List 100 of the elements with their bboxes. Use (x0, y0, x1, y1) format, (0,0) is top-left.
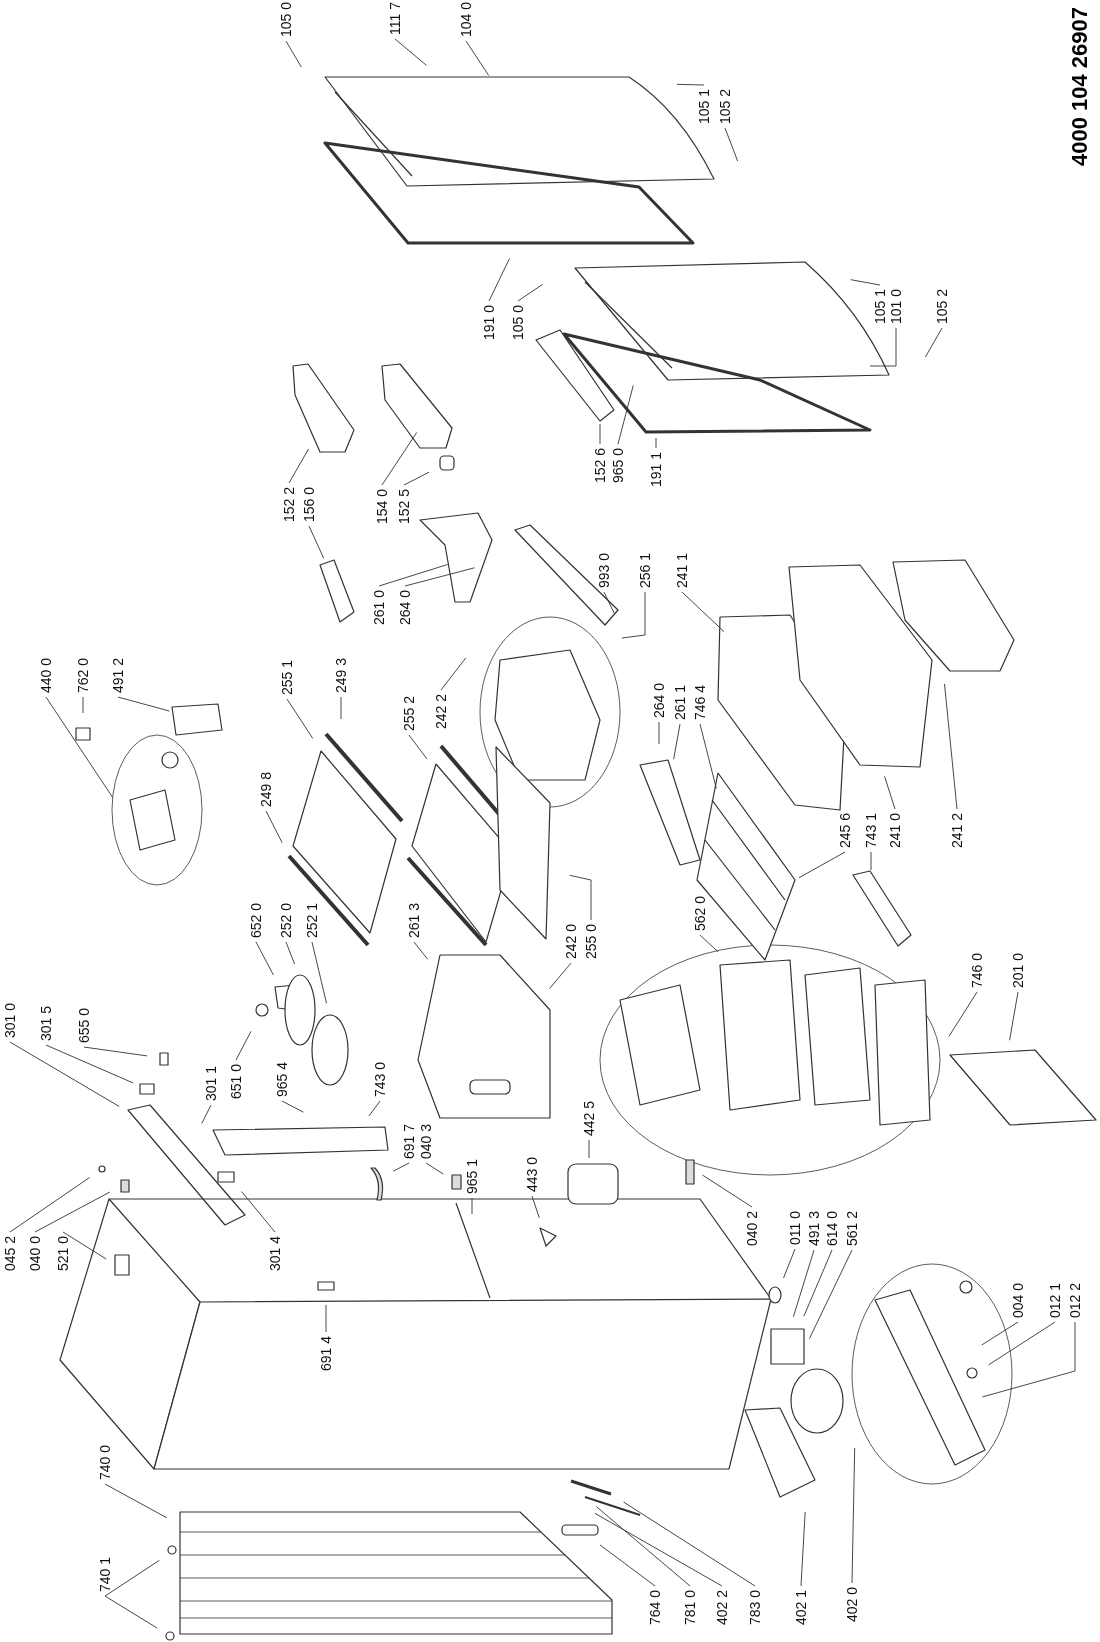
leader-line (870, 851, 872, 871)
callout-number: 443 0 (524, 1157, 540, 1193)
callout-number: 105 2 (934, 289, 950, 325)
leader-line (569, 874, 592, 921)
callout-number: 965 0 (610, 448, 626, 484)
callout-number: 255 0 (583, 924, 599, 960)
callout-number: 783 0 (747, 1590, 763, 1626)
leader-line (311, 941, 327, 1004)
callout-number: 764 0 (647, 1590, 663, 1626)
leader-line (285, 941, 295, 965)
callout-number: 040 3 (418, 1124, 434, 1160)
callout-number: 154 0 (374, 489, 390, 525)
callout-number: 241 2 (949, 813, 965, 849)
callout-number: 255 2 (401, 696, 417, 732)
callout-number: 743 1 (863, 813, 879, 849)
leader-line (617, 385, 634, 445)
leader-line (425, 1162, 444, 1175)
callout-number: 740 1 (97, 1557, 113, 1593)
callout-number: 245 6 (837, 813, 853, 849)
leader-line (588, 1139, 590, 1159)
leader-line (783, 1248, 796, 1279)
leader-line (851, 1447, 856, 1584)
leader-line (603, 591, 615, 614)
callout-number: 242 2 (433, 694, 449, 730)
leader-line (392, 1162, 410, 1172)
leader-line (850, 279, 881, 286)
callout-number: 241 1 (674, 553, 690, 589)
callout-number: 691 7 (401, 1124, 417, 1160)
leader-line (340, 696, 342, 720)
leader-line (655, 437, 657, 449)
leader-line (285, 40, 302, 68)
callout-number: 111 7 (387, 2, 403, 35)
leader-line (308, 525, 325, 559)
leader-line (676, 83, 705, 86)
leader-line (413, 941, 429, 960)
callout-number: 242 0 (563, 924, 579, 960)
leader-line (235, 1030, 252, 1061)
callout-number: 261 3 (406, 903, 422, 939)
leader-line (83, 1046, 148, 1057)
leader-line (286, 698, 314, 739)
leader-line (1009, 991, 1019, 1041)
callout-number: 012 1 (1047, 1283, 1063, 1319)
leader-line (82, 696, 84, 714)
callout-number: 402 0 (844, 1587, 860, 1623)
callout-number: 746 4 (692, 685, 708, 721)
leader-line (104, 1595, 158, 1629)
leader-line (798, 851, 846, 879)
leader-line (255, 941, 274, 976)
leader-line (465, 40, 490, 76)
callout-number: 762 0 (75, 658, 91, 694)
callout-number: 252 1 (304, 903, 320, 939)
leader-line (241, 1191, 276, 1233)
leader-line (884, 775, 896, 810)
callout-number: 440 0 (38, 658, 54, 694)
leader-line (265, 810, 283, 844)
leader-line (724, 127, 739, 162)
leader-line (792, 1249, 815, 1318)
leader-line (594, 1513, 723, 1587)
callout-number: 252 0 (278, 903, 294, 939)
callout-number: 105 0 (510, 305, 526, 341)
callout-number: 651 0 (228, 1064, 244, 1100)
callout-number: 261 0 (371, 590, 387, 626)
leader-line (699, 723, 717, 789)
leader-line (488, 258, 510, 302)
leader-line (981, 1321, 1019, 1346)
callout-number: 691 4 (318, 1336, 334, 1372)
leader-line (381, 432, 418, 486)
callout-number: 746 0 (969, 953, 985, 989)
leader-line (9, 1041, 120, 1107)
callout-number: 152 2 (281, 487, 297, 523)
callout-number: 965 4 (274, 1062, 290, 1098)
callout-number: 402 1 (793, 1590, 809, 1626)
callout-number: 191 0 (481, 305, 497, 341)
callout-number: 301 0 (2, 1003, 18, 1039)
document-number: 4000 104 26907 (1068, 7, 1092, 167)
callout-number: 256 1 (637, 553, 653, 589)
leader-line (681, 591, 725, 633)
callout-number: 012 2 (1067, 1283, 1083, 1319)
leader-line (673, 723, 681, 760)
leader-line (599, 1544, 656, 1587)
callout-number: 249 3 (333, 658, 349, 694)
callout-number: 740 0 (97, 1445, 113, 1481)
callout-number: 993 0 (596, 553, 612, 589)
callout-number: 201 0 (1010, 953, 1026, 989)
callout-number: 152 5 (396, 489, 412, 525)
leader-line (621, 591, 646, 639)
leader-line (944, 683, 958, 810)
leader-line (702, 1174, 753, 1208)
leader-line (869, 327, 897, 367)
callout-number: 655 0 (76, 1008, 92, 1044)
leader-line (45, 1044, 134, 1084)
leader-line (549, 962, 572, 989)
callout-number: 249 8 (258, 772, 274, 808)
leader-line (803, 1249, 833, 1317)
leader-line (403, 471, 430, 486)
callout-number: 965 1 (464, 1159, 480, 1195)
callout-number: 442 5 (581, 1101, 597, 1137)
callout-number: 255 1 (279, 660, 295, 696)
callout-number: 241 0 (887, 813, 903, 849)
leader-line (988, 1321, 1056, 1366)
